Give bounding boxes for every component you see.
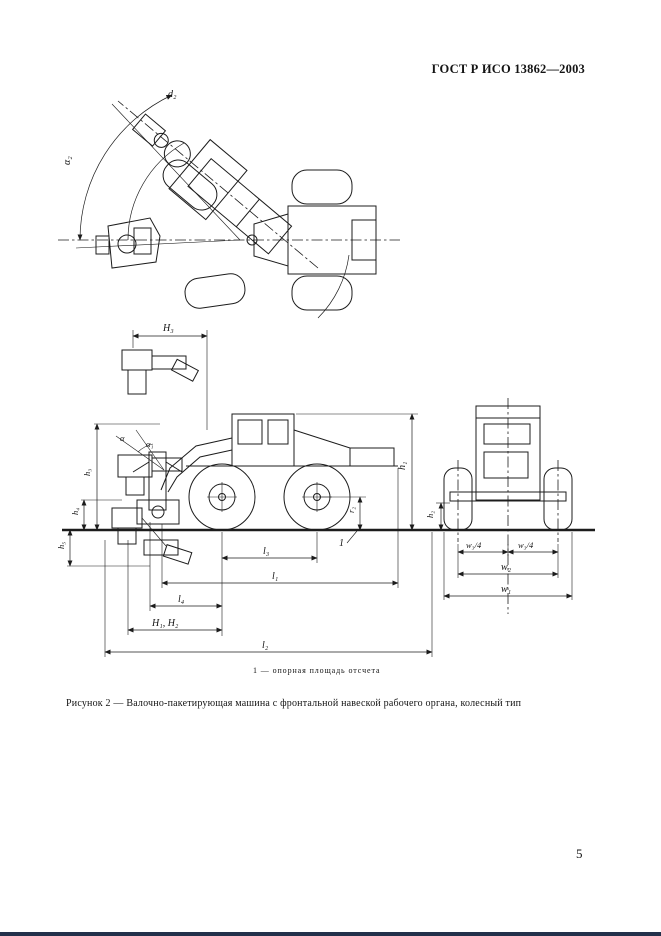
reference-note: 1 — опорная площадь отсчета	[253, 666, 381, 675]
side-boom-lower	[167, 449, 233, 493]
side-cab-window-front	[237, 419, 263, 445]
side-felling-head	[136, 499, 180, 525]
dim-label-w34-left: w₃/4	[466, 540, 482, 550]
side-cab-window-rear	[267, 419, 289, 445]
head-raised-sketch	[121, 349, 200, 395]
head-below-grade-sketch	[111, 507, 193, 565]
plan-front-frame	[131, 113, 293, 255]
rear-body	[475, 405, 541, 501]
dim-label-h3: h₃	[82, 469, 92, 476]
plan-angle-ray-1	[75, 239, 241, 249]
dim-label-h5: h₅	[56, 542, 66, 549]
dim-label-l1: l₁	[272, 571, 278, 582]
page-number: 5	[576, 846, 583, 861]
side-front-wheel	[188, 463, 256, 531]
plan-articulation-joint	[246, 234, 258, 246]
dim-label-w1: w₁	[501, 584, 511, 595]
side-head-saw	[151, 505, 165, 519]
dim-label-H1-H2: H₁, H₂	[151, 618, 179, 629]
page-bottom-edge	[0, 932, 661, 936]
side-head-mast	[148, 451, 167, 511]
plan-view: d₂ α₂	[58, 89, 400, 319]
rear-axle	[449, 491, 567, 502]
plan-swing-arc-outer	[77, 94, 173, 241]
dim-label-d2: d₂	[168, 89, 177, 100]
plan-front-wheel-bottom	[184, 273, 246, 309]
plan-swing-arc-rear	[317, 254, 350, 319]
head-mid-sketch	[115, 429, 183, 496]
plan-swing-arc-inner	[127, 142, 185, 241]
rear-window-lower	[483, 451, 529, 479]
side-head-arm-right	[165, 461, 183, 473]
dim-label-w2: w₂	[501, 562, 512, 573]
side-head-arm-left	[132, 461, 150, 473]
dim-label-l4: l₄	[178, 594, 185, 605]
dim-label-h4: h₄	[70, 508, 80, 515]
side-view	[62, 349, 595, 565]
rear-view-dimensions: w₃/4 w₃/4 w₂ w₁ h₂	[425, 502, 573, 600]
dim-label-alpha2: α₂	[62, 156, 73, 165]
rear-window-upper	[483, 423, 531, 445]
side-cab	[231, 413, 295, 467]
dim-label-w34-right: w₃/4	[518, 540, 534, 550]
plan-frame-taper	[253, 213, 289, 267]
plan-rear-wheel-bottom	[291, 275, 353, 311]
plan-angle-ray-2	[111, 103, 241, 241]
dim-label-h1: h₁	[397, 462, 408, 470]
plan-rear-wheel-top	[291, 169, 353, 205]
dim-label-alpha: α	[120, 433, 125, 443]
dim-label-h2: h₂	[425, 511, 435, 518]
dim-label-H3: H₃	[162, 323, 174, 334]
standard-header: ГОСТ Р ИСО 13862—2003	[431, 62, 585, 76]
plan-engine-box	[351, 219, 377, 261]
dim-label-alpha1: α₁	[146, 439, 153, 449]
plan-head-swung-left	[95, 217, 161, 269]
dim-label-r2: r₂	[346, 507, 356, 513]
side-view-dimensions: H₃ α α₁ h₁ r₂ 1 h₃ h₄ h₅	[56, 323, 433, 657]
ref-label-1: 1	[339, 538, 344, 549]
side-engine-hood	[293, 429, 395, 466]
figure-caption: Рисунок 2 — Валочно-пакетирующая машина …	[66, 698, 522, 709]
rear-view	[443, 398, 573, 614]
dim-label-l2: l₂	[262, 640, 269, 651]
dim-label-l3: l₃	[263, 546, 270, 557]
